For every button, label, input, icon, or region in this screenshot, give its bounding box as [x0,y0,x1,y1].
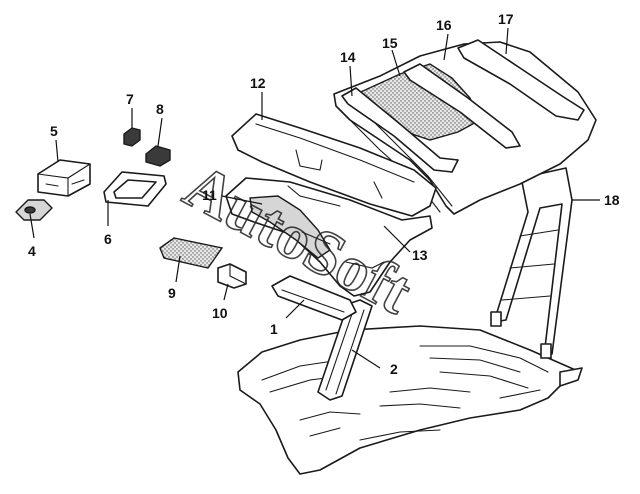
block-part-10 [217,263,247,289]
callout-6: 6 [104,231,112,247]
callout-4: 4 [28,243,36,259]
pad-part-9 [159,237,224,269]
callout-18: 18 [604,192,620,208]
callout-1: 1 [270,321,278,337]
plug-part-8 [145,145,171,167]
callout-12: 12 [250,75,266,91]
ladder-rack [490,167,573,359]
callout-5: 5 [50,123,58,139]
plug-part-7 [123,127,141,147]
frame-part-6 [103,171,167,207]
control-box-5 [37,159,91,197]
callout-11: 11 [202,187,217,203]
callouts: 1 2 4 5 6 7 8 9 10 11 12 13 14 15 16 17 … [28,11,620,377]
roof-bow-14 [341,87,459,173]
callout-8: 8 [156,101,164,117]
callout-2: 2 [390,361,398,377]
callout-7: 7 [126,91,134,107]
windshield-frame [225,177,433,297]
floor-rail [271,275,357,321]
callout-9: 9 [168,285,176,301]
callout-13: 13 [412,247,428,263]
roof-bow-16 [403,63,521,149]
floor-pan [237,325,583,475]
roof-bow-17 [457,39,585,121]
callout-16: 16 [436,17,452,33]
leader-lines [29,27,600,369]
front-header [231,113,437,217]
clip-part-4 [15,199,53,221]
callout-10: 10 [212,305,228,321]
callout-14: 14 [340,49,356,65]
callout-15: 15 [382,35,398,51]
callout-17: 17 [498,11,514,27]
